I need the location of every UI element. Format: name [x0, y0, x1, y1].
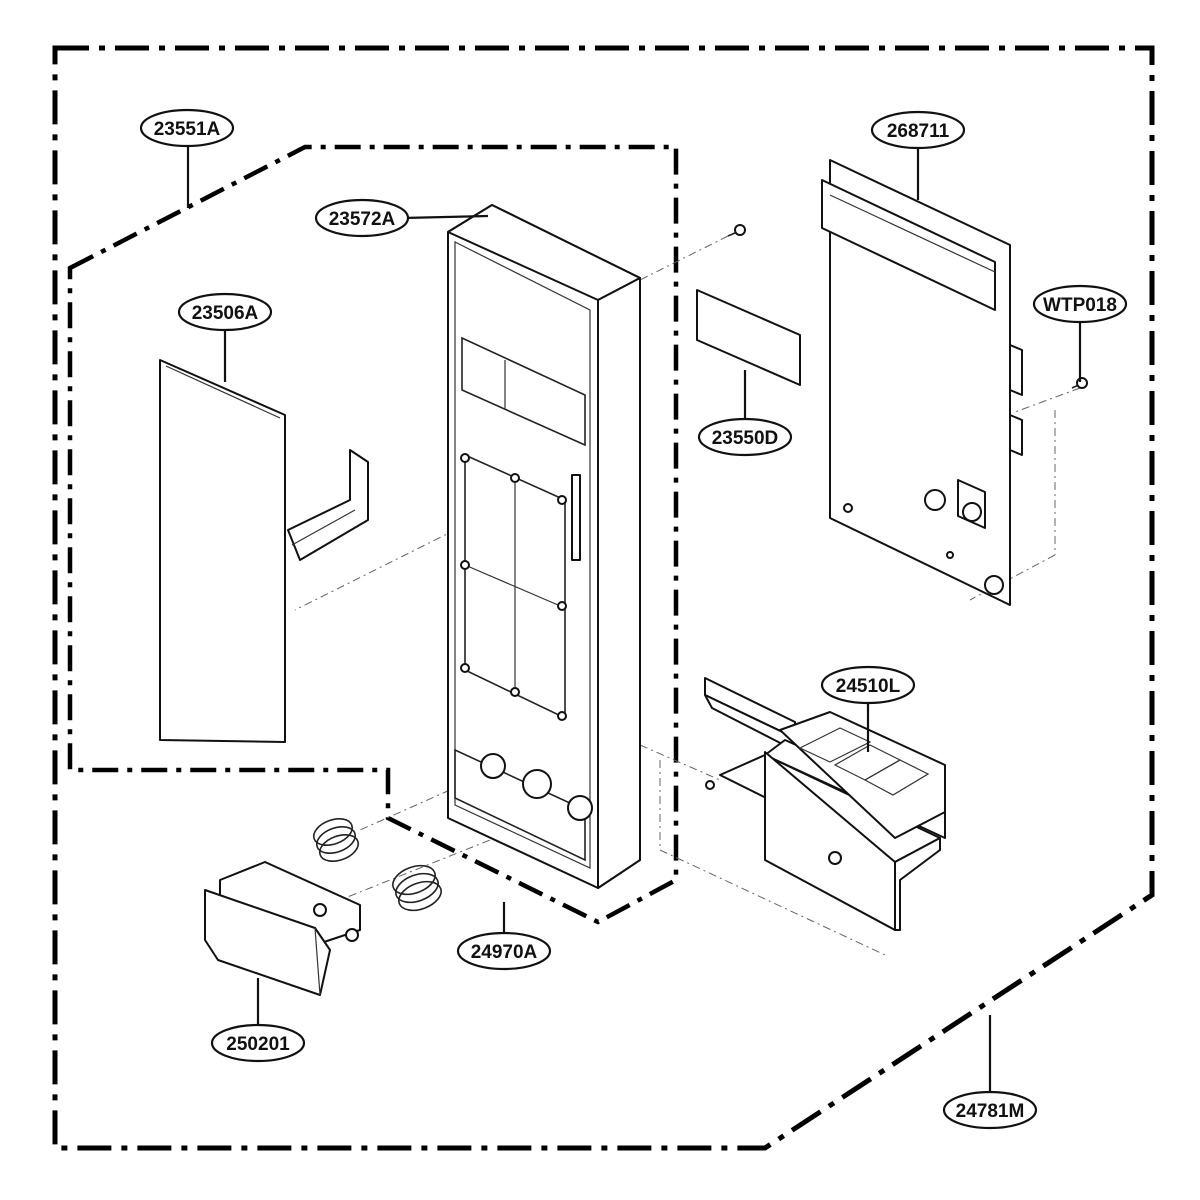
keypad-membrane: [159, 359, 369, 743]
door-release-button: [204, 861, 361, 996]
callout-23551A-label: 23551A: [154, 119, 221, 140]
callout-WTP018-label: WTP018: [1043, 295, 1117, 316]
inner-assembly-boundary: [67, 144, 679, 925]
callout-24510L-label: 24510L: [836, 676, 901, 697]
callout-250201: 250201: [210, 1023, 306, 1063]
control-panel-frame: [447, 204, 641, 889]
callout-WTP018: WTP018: [1032, 284, 1128, 324]
callout-23506A: 23506A: [177, 292, 273, 332]
outer-assembly-boundary: [52, 45, 1155, 1151]
callout-23572A-label: 23572A: [329, 209, 396, 230]
circuit-board: [821, 159, 1023, 606]
leader-lines: [186, 146, 1082, 1093]
callout-24970A: 24970A: [456, 931, 552, 971]
callout-268711-label: 268711: [887, 121, 950, 142]
callout-23551A: 23551A: [139, 108, 235, 148]
callout-23506A-label: 23506A: [192, 303, 259, 324]
callout-24970A-label: 24970A: [471, 942, 538, 963]
callout-23550D-label: 23550D: [712, 428, 779, 449]
callout-24781M: 24781M: [942, 1090, 1038, 1130]
display-window: [696, 289, 801, 386]
screw-1: [727, 224, 746, 237]
callout-24781M-label: 24781M: [956, 1101, 1025, 1122]
springs: [312, 818, 442, 912]
callout-23550D: 23550D: [697, 417, 793, 457]
keypad-corner-dots: [460, 453, 567, 721]
callout-24510L: 24510L: [820, 665, 916, 705]
door-lever-bracket: [704, 677, 946, 931]
callout-268711: 268711: [870, 110, 966, 150]
callout-23572A: 23572A: [314, 198, 410, 238]
callout-250201-label: 250201: [226, 1034, 290, 1055]
